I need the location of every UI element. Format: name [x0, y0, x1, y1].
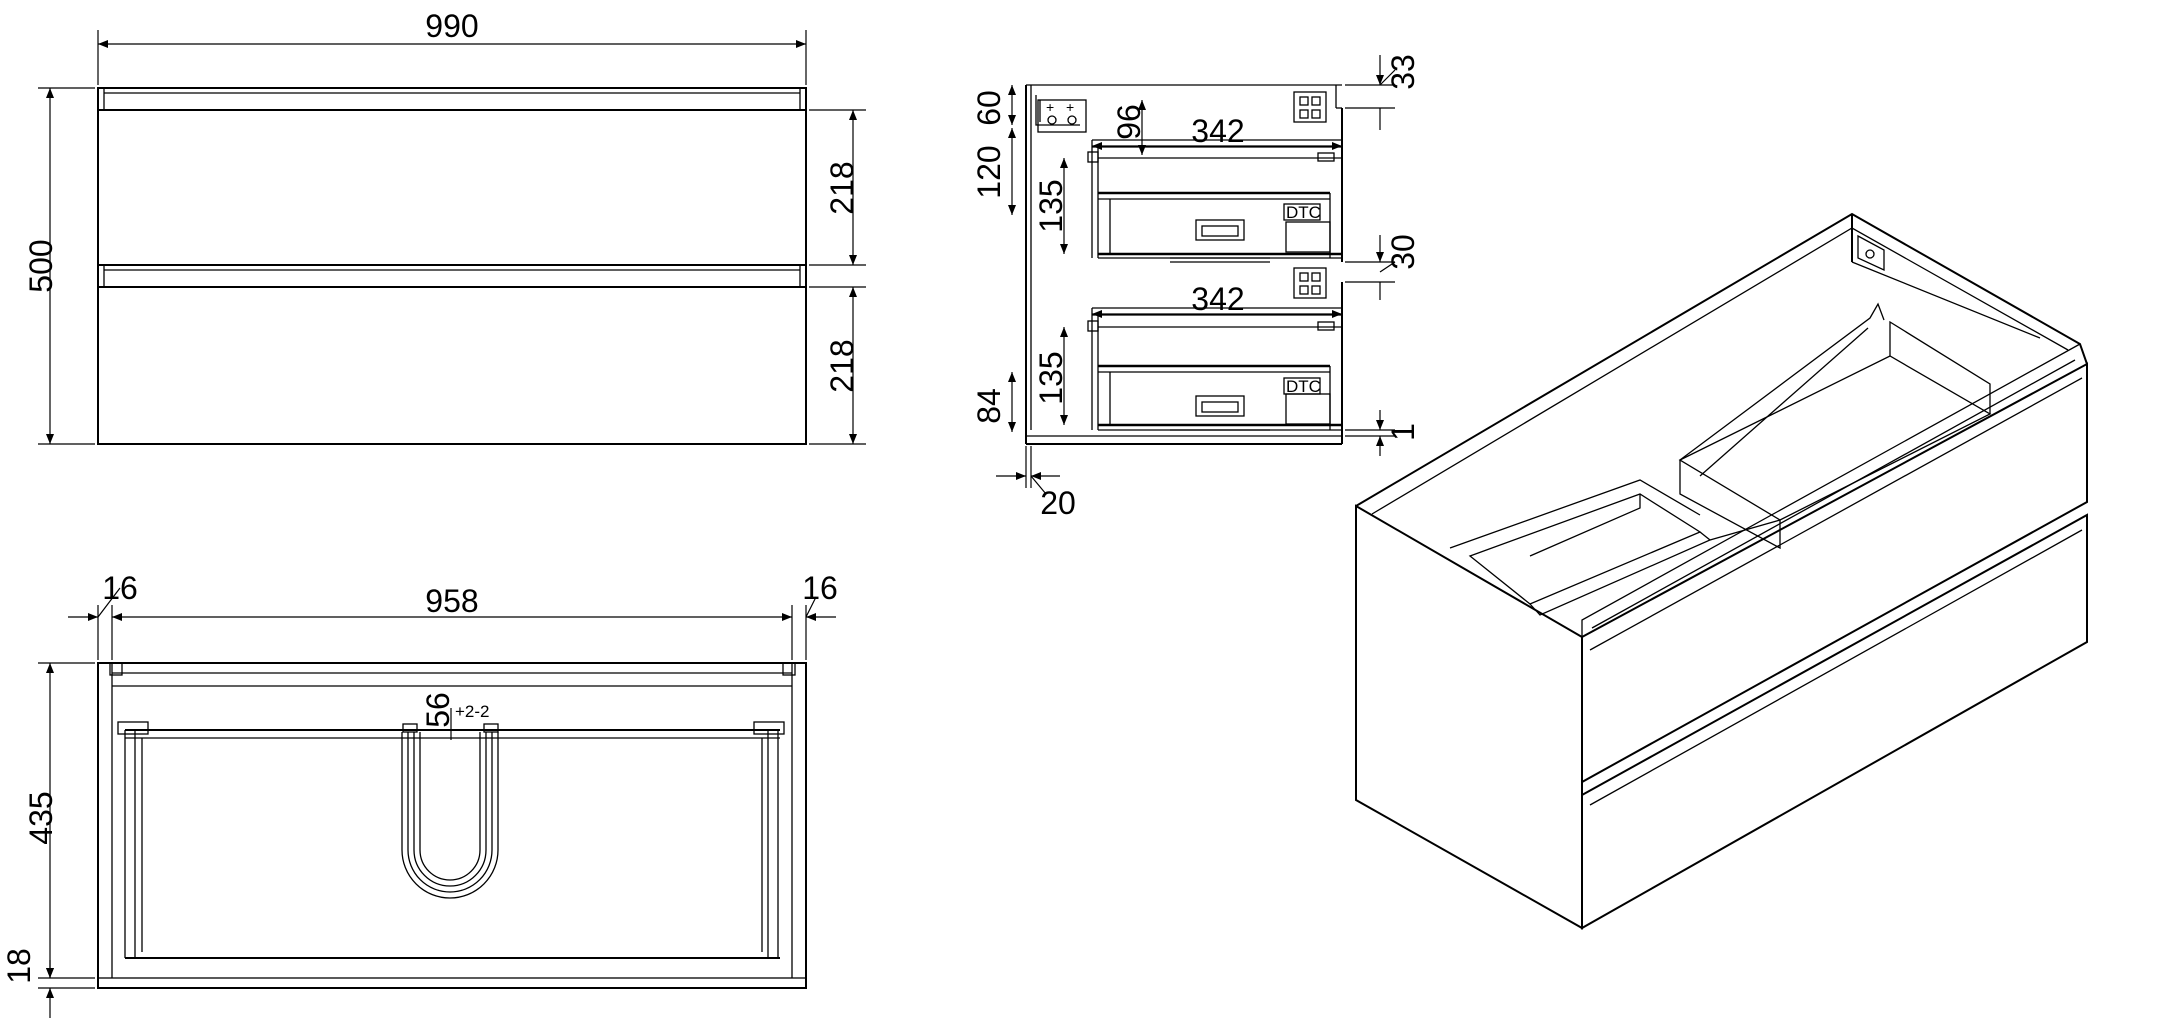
dim-top-drawer-height: 218 [824, 161, 860, 214]
dim-cutout-tolerance: +2-2 [455, 702, 490, 721]
iso-top-drawer-front [1581, 362, 2088, 784]
siphon-cutout [401, 732, 499, 899]
dim-drawer-depth-top: 342 [1191, 113, 1244, 149]
dim-depth: 435 [23, 791, 59, 844]
dim-bottom-height: 84 [971, 388, 1007, 424]
bottom-drawer-section: DTC [1087, 307, 1342, 431]
dim-bottom-drawer-height: 218 [824, 339, 860, 392]
dim-drawer-gap: 30 [1385, 234, 1421, 270]
dim-drawer-depth-bottom: 342 [1191, 281, 1244, 317]
dim-side-height-top: 120 [971, 145, 1007, 198]
brand-label-top: DTC [1286, 203, 1321, 222]
dim-inner-width: 958 [425, 583, 478, 619]
front-view: 990 500 218 218 [23, 8, 866, 445]
iso-wall-bracket [1857, 234, 1885, 272]
hinge-plate-top [1293, 91, 1327, 123]
dim-overall-width: 990 [425, 8, 478, 44]
dim-side-left: 16 [102, 570, 138, 606]
isometric-view [1355, 212, 2088, 930]
side-section-view: + + DTC [971, 54, 1421, 521]
dim-cutout-depth: 56 [420, 692, 456, 728]
dim-inner-height-top: 135 [1033, 179, 1069, 232]
dim-overall-height: 500 [23, 239, 59, 292]
dim-top-clearance: 33 [1385, 54, 1421, 90]
brand-label-bottom: DTC [1286, 377, 1321, 396]
svg-text:+: + [1066, 99, 1074, 115]
dim-runner-offset: 96 [1111, 104, 1147, 140]
hinge-plate-bottom [1293, 267, 1327, 299]
dim-top-gap: 60 [971, 90, 1007, 126]
plan-view: 56 +2-2 958 16 16 435 18 [1, 570, 838, 1018]
dim-back-offset: 20 [1040, 485, 1076, 521]
top-drawer-section: DTC [1087, 139, 1342, 263]
dim-base-thickness: 18 [1, 948, 37, 984]
iso-left-side [1355, 504, 1583, 930]
dim-bottom-clearance: 1 [1385, 423, 1421, 441]
svg-text:+: + [1046, 99, 1054, 115]
iso-bottom-drawer-front [1581, 513, 2088, 930]
dim-side-right: 16 [802, 570, 838, 606]
dim-inner-height-bottom: 135 [1033, 351, 1069, 404]
